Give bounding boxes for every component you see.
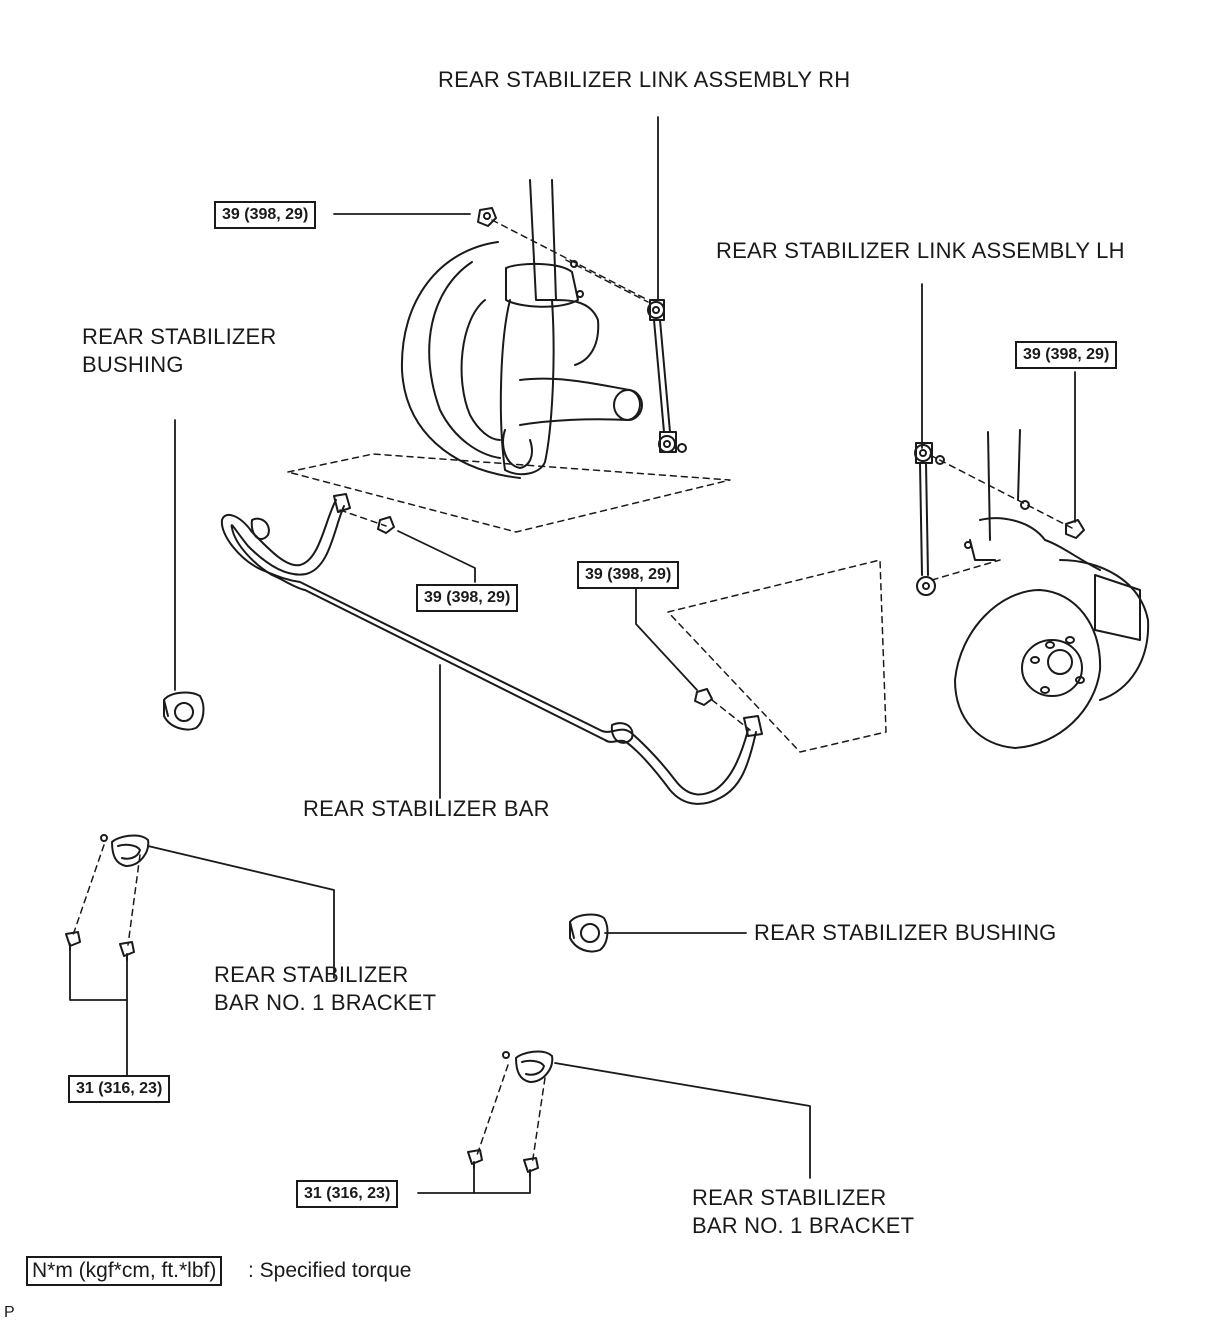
label-bushing-left-line1: REAR STABILIZER (82, 324, 277, 349)
label-bushing-right: REAR STABILIZER BUSHING (754, 920, 1057, 945)
label-bushing-left-line2: BUSHING (82, 352, 184, 377)
legend-unit-text: : Specified torque (248, 1259, 412, 1282)
stabilizer-link-lh (914, 442, 945, 596)
torque-box-lh-upper: 39 (398, 29) (1015, 341, 1118, 369)
bolt-right-a (467, 1149, 483, 1169)
torque-box-bracket-right: 31 (316, 23) (296, 1180, 399, 1208)
label-bracket-left-line2: BAR NO. 1 BRACKET (214, 990, 437, 1015)
bolt-left-a (65, 931, 81, 951)
label-stabilizer-link-lh: REAR STABILIZER LINK ASSEMBLY LH (716, 238, 1125, 263)
bushing-left (163, 691, 205, 731)
dashed-assembly-lines (71, 219, 1073, 1166)
bolt-left-b (119, 941, 135, 961)
label-bracket-right-line1: REAR STABILIZER (692, 1185, 887, 1210)
stabilizer-bar (220, 493, 763, 805)
label-stabilizer-bar: REAR STABILIZER BAR (303, 796, 550, 821)
bushing-right (569, 913, 609, 953)
torque-box-bar-left-nut: 39 (398, 29) (416, 584, 519, 612)
legend-unit-box: N*m (kgf*cm, ft.*lbf) (26, 1256, 223, 1286)
stabilizer-link-rh (647, 299, 687, 453)
rear-axle-carrier-rh (400, 179, 643, 479)
label-stabilizer-link-rh: REAR STABILIZER LINK ASSEMBLY RH (438, 67, 851, 92)
nut-rh-upper (477, 207, 497, 227)
torque-box-bar-right-nut: 39 (398, 29) (577, 561, 680, 589)
bracket-left (100, 834, 150, 867)
nut-bar-right (694, 688, 713, 706)
torque-box-rh-upper: 39 (398, 29) (214, 201, 317, 229)
figure-code: P (4, 1304, 15, 1321)
bolt-right-b (523, 1157, 539, 1177)
nut-bar-left (377, 516, 395, 534)
rear-disc-brake-lh (954, 429, 1150, 749)
label-bracket-right-line2: BAR NO. 1 BRACKET (692, 1213, 915, 1238)
label-bracket-left-line1: REAR STABILIZER (214, 962, 409, 987)
torque-box-bracket-left: 31 (316, 23) (68, 1075, 171, 1103)
nut-lh-upper (1065, 519, 1085, 539)
bracket-right (502, 1050, 554, 1083)
leader-lines (69, 116, 1076, 1194)
